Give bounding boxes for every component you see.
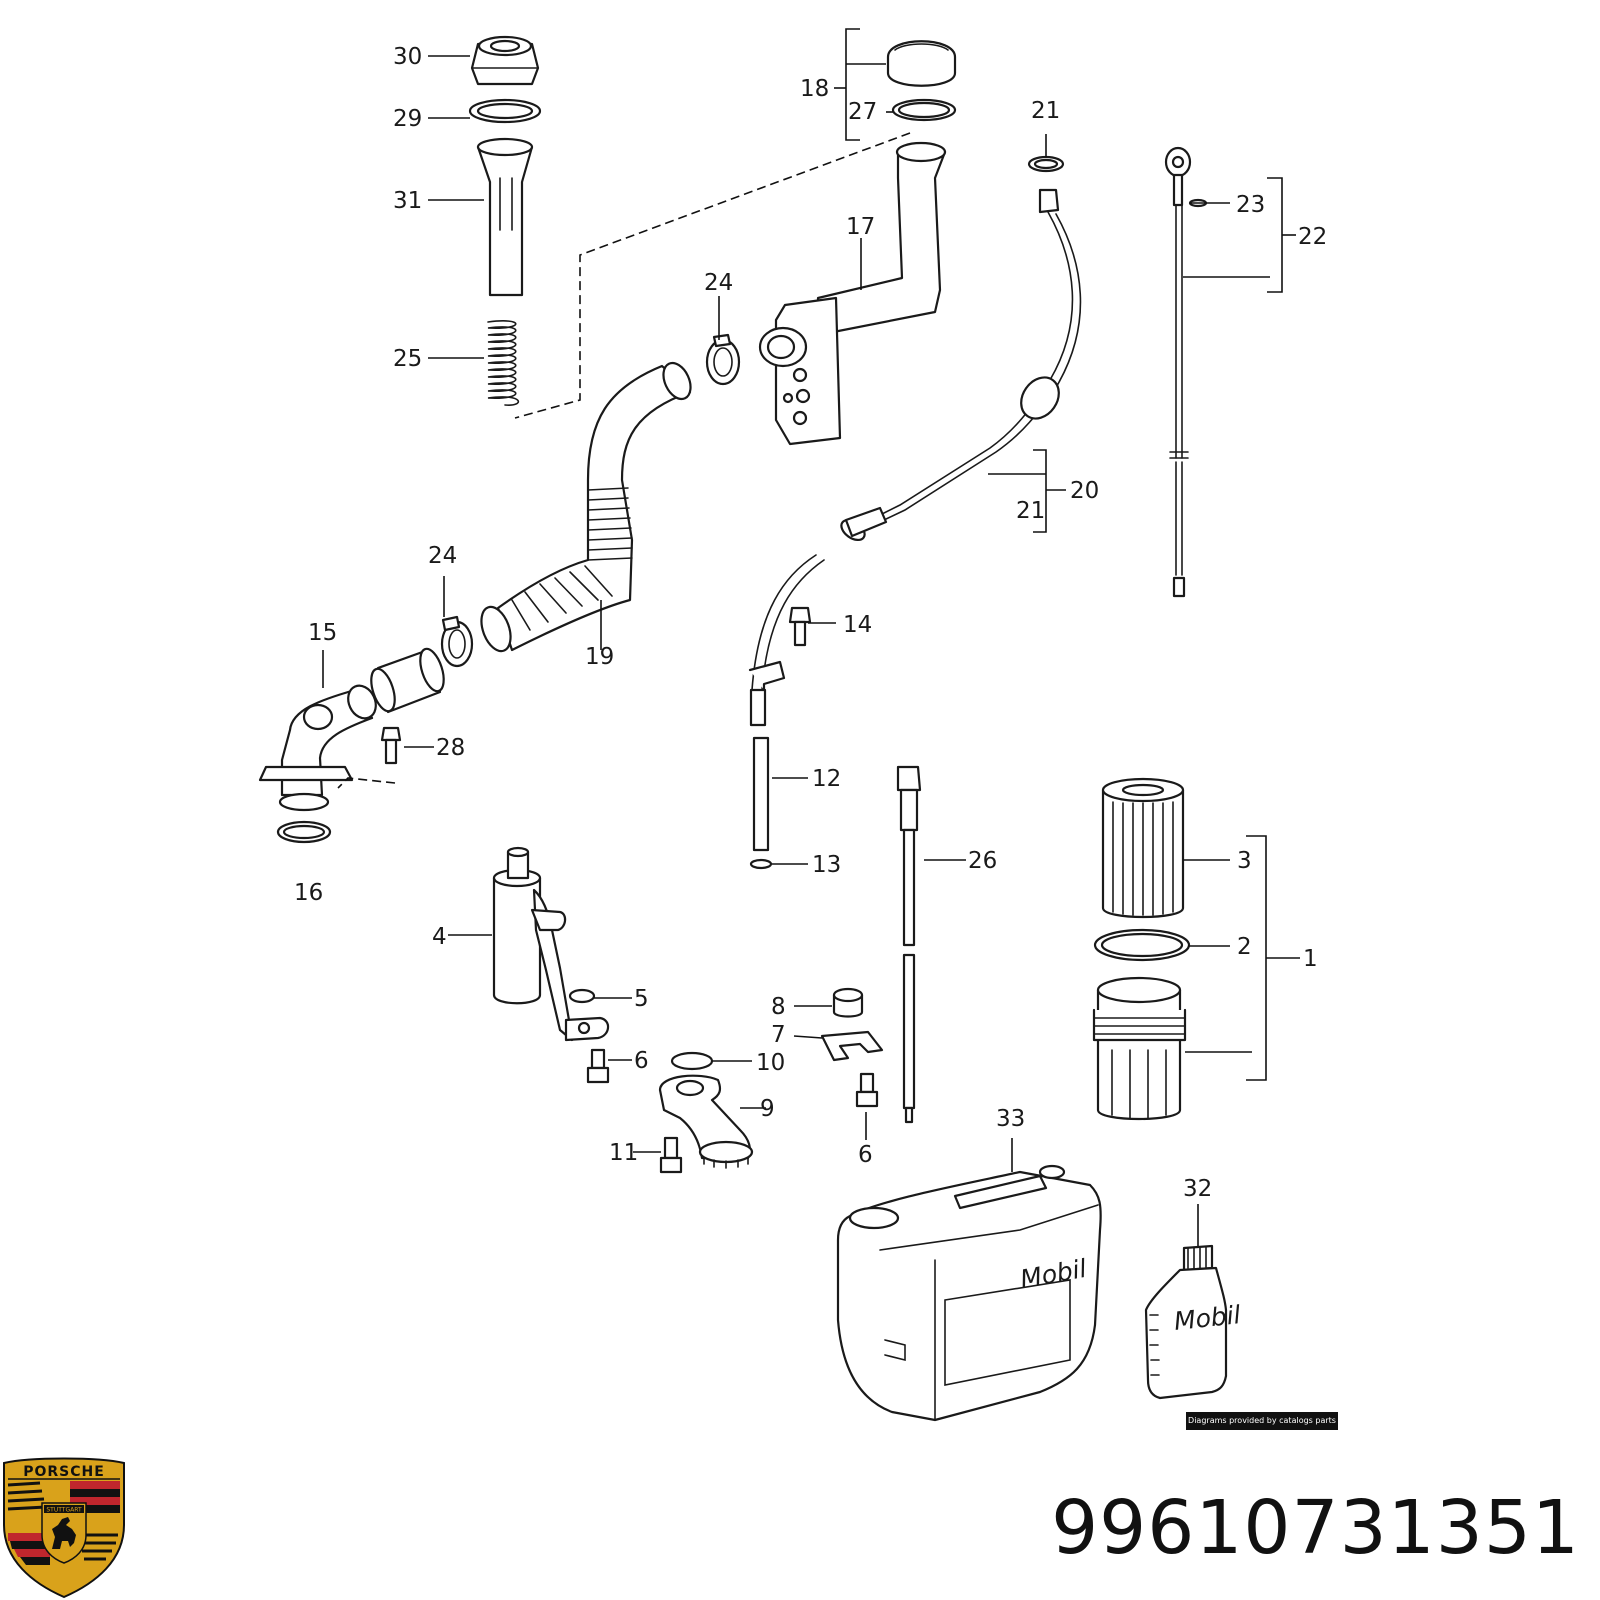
part-28-bolt — [380, 726, 402, 765]
bottle-brand-label: Mobil — [1173, 1300, 1242, 1336]
part-2-o-ring — [1093, 928, 1191, 962]
part-16-o-ring — [276, 820, 332, 844]
callout-6-right: 6 — [858, 1142, 873, 1168]
callout-21-lower: 21 — [1016, 498, 1045, 524]
callout-7: 7 — [771, 1022, 786, 1048]
part-26-guide-rod — [896, 765, 922, 1124]
callout-20: 20 — [1070, 478, 1099, 504]
part-19-breather-hose — [480, 361, 692, 653]
callout-23: 23 — [1236, 192, 1265, 218]
part-6-bolt-left — [564, 1016, 610, 1084]
part-21-seal-ring-upper — [1027, 155, 1065, 173]
callout-4: 4 — [432, 924, 447, 950]
bolt-assembly-line — [337, 777, 396, 789]
callout-12: 12 — [812, 766, 841, 792]
callout-14: 14 — [843, 612, 872, 638]
part-number: 99610731351 — [1051, 1485, 1580, 1571]
callout-30: 30 — [393, 44, 422, 70]
part-18-oil-cap — [886, 40, 957, 87]
callout-24-lower: 24 — [428, 543, 457, 569]
callout-33: 33 — [996, 1106, 1025, 1132]
part-12-dip-tube — [748, 660, 786, 852]
callout-8: 8 — [771, 994, 786, 1020]
part-9-oil-pickup — [658, 1074, 754, 1169]
part-31-filler-tube — [476, 137, 534, 297]
callout-27: 27 — [848, 99, 877, 125]
callout-15: 15 — [308, 620, 337, 646]
callout-31: 31 — [393, 188, 422, 214]
part-11-bolt — [659, 1136, 683, 1174]
crest-top-text: PORSCHE — [23, 1464, 105, 1480]
part-8-spacer — [832, 987, 864, 1018]
part-10-o-ring — [670, 1051, 714, 1071]
part-3-filter-element — [1101, 777, 1185, 919]
part-22-dipstick — [1164, 146, 1192, 598]
callout-2: 2 — [1237, 934, 1252, 960]
part-24-hose-clamp-lower — [440, 615, 474, 668]
callout-24-upper: 24 — [704, 270, 733, 296]
callout-5: 5 — [634, 986, 649, 1012]
porsche-crest-logo: PORSCHE STUTTGART — [3, 1457, 125, 1599]
part-13-o-ring — [749, 858, 773, 870]
callout-16: 16 — [294, 880, 323, 906]
part-14-bolt — [788, 606, 812, 647]
callout-6-left: 6 — [634, 1048, 649, 1074]
callout-21-upper: 21 — [1031, 98, 1060, 124]
callout-10: 10 — [756, 1050, 785, 1076]
callout-28: 28 — [436, 735, 465, 761]
part-32-oil-bottle — [1144, 1244, 1228, 1400]
callout-29: 29 — [393, 106, 422, 132]
callout-32: 32 — [1183, 1176, 1212, 1202]
callout-13: 13 — [812, 852, 841, 878]
horse-icon — [52, 1517, 76, 1549]
callout-3: 3 — [1237, 848, 1252, 874]
part-7-bracket — [820, 1030, 884, 1062]
part-15-elbow-connector — [258, 647, 445, 812]
callout-11: 11 — [609, 1140, 638, 1166]
callout-9: 9 — [760, 1096, 775, 1122]
part-4-oil-pipe — [492, 846, 582, 1042]
callout-labels: 30 29 31 25 18 27 17 24 21 23 22 20 21 2… — [294, 44, 1327, 1202]
callout-22: 22 — [1298, 224, 1327, 250]
part-6-bolt-right — [855, 1072, 879, 1108]
part-30-cap-nut — [470, 35, 540, 86]
leader-lines — [322, 28, 1300, 1246]
part-24-hose-clamp-upper — [705, 333, 741, 386]
part-17-filler-pipe — [758, 141, 947, 446]
part-27-o-ring — [891, 98, 957, 122]
callout-25: 25 — [393, 346, 422, 372]
callout-1: 1 — [1303, 946, 1318, 972]
callout-17: 17 — [846, 214, 875, 240]
part-25-spring — [487, 320, 520, 406]
callout-18: 18 — [800, 76, 829, 102]
assembly-line — [514, 132, 911, 419]
part-29-seal-ring — [468, 98, 542, 124]
part-1-filter-housing — [1092, 976, 1187, 1121]
part-20-breather-line — [751, 188, 1082, 691]
callout-19: 19 — [585, 644, 614, 670]
callout-26: 26 — [968, 848, 997, 874]
diagram-credit: Diagrams provided by catalogs parts — [1186, 1412, 1338, 1430]
part-33-oil-canister — [836, 1164, 1102, 1422]
crest-city-text: STUTTGART — [46, 1507, 82, 1514]
part-5-o-ring — [568, 988, 596, 1004]
